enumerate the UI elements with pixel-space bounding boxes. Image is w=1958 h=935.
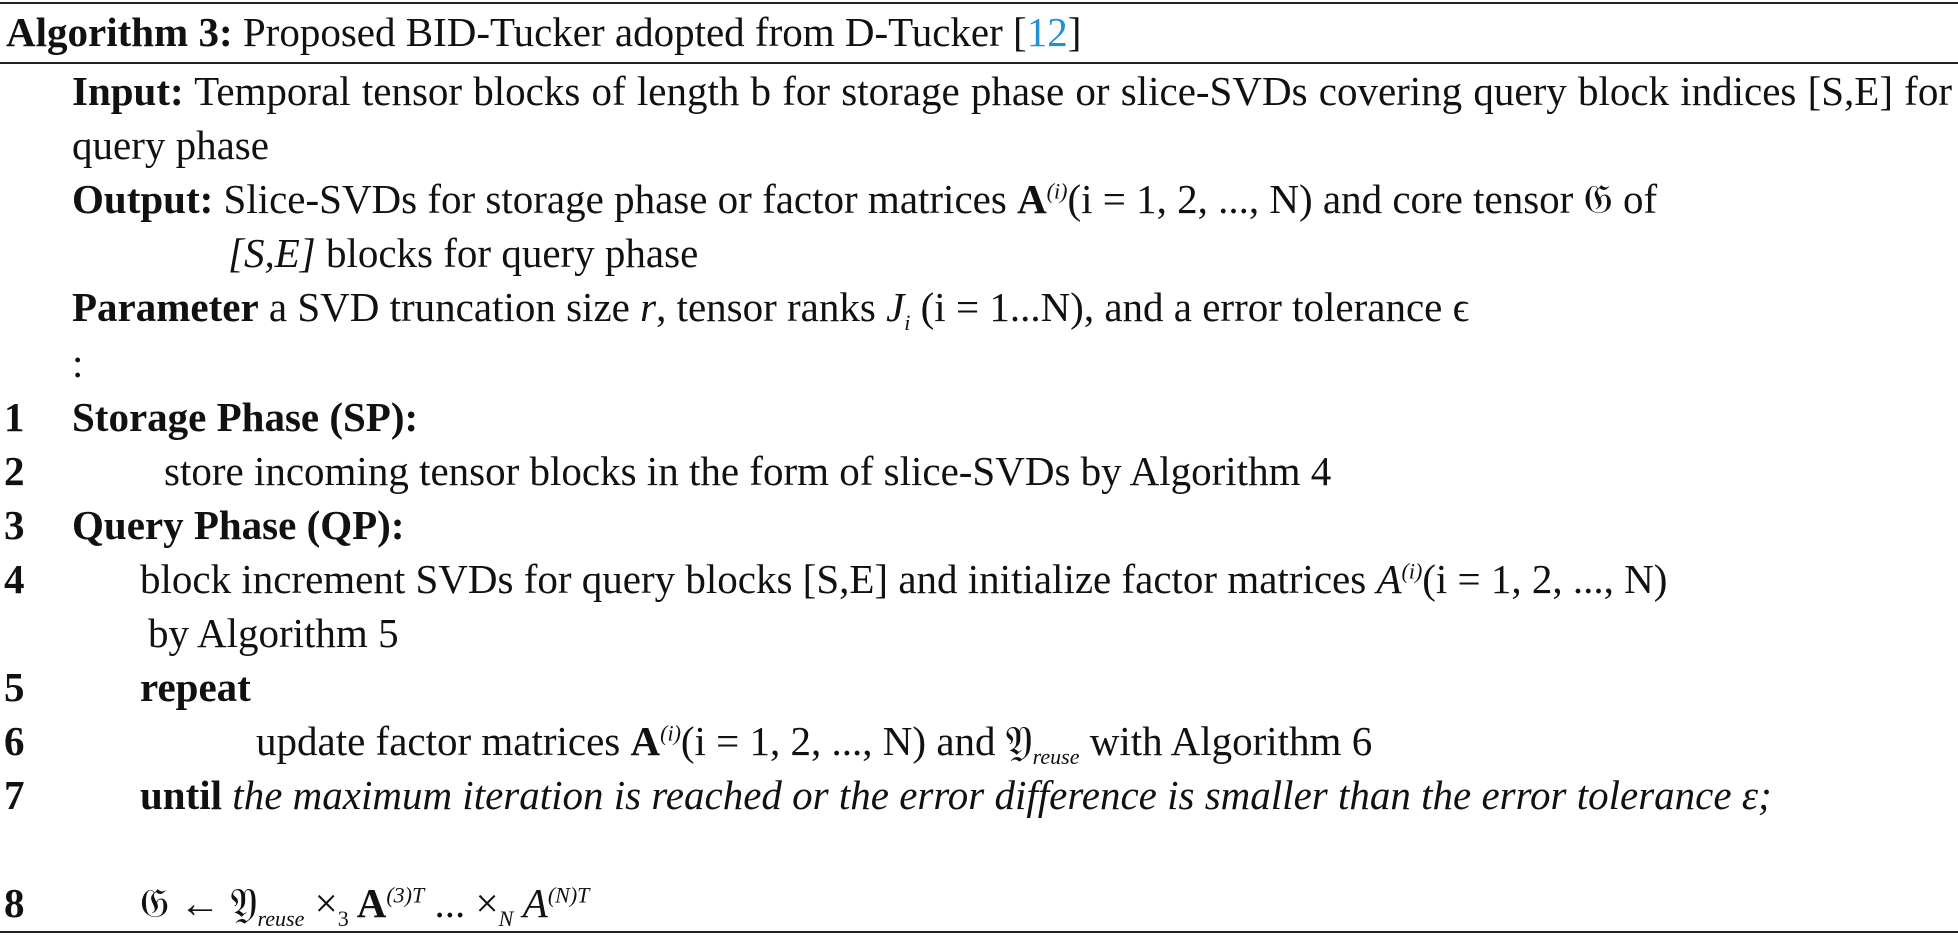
step-8-A3: A <box>348 880 387 926</box>
step-8-xNsub: N <box>498 906 514 932</box>
step-block-increment: block increment SVDs for query blocks [S… <box>140 554 1667 604</box>
input-label: Input: <box>72 68 184 114</box>
step-8-x3sub: 3 <box>337 906 349 932</box>
step-number: 8 <box>4 880 25 926</box>
step-8-Ysub: reuse <box>257 906 305 932</box>
step-8-A3sup: (3)T <box>386 882 425 908</box>
param-text-3: (i = 1...N), and a error tolerance <box>910 284 1453 330</box>
step-core-update: 𝔊 ← 𝔜reuse ×3 A(3)T ... ×N A(N)T <box>140 878 590 932</box>
algorithm-title-end: ] <box>1067 9 1082 55</box>
step-8-dots: ... × <box>424 880 499 926</box>
step-8-Y: 𝔜 <box>230 879 258 927</box>
step-6-Y: 𝔜 <box>1005 717 1033 765</box>
input-text: Temporal tensor blocks of length b for s… <box>72 68 1952 168</box>
output-continuation: [S,E] blocks for query phase <box>228 230 699 276</box>
step-6-Ysub: reuse <box>1032 744 1080 770</box>
step-repeat: repeat <box>140 664 251 710</box>
step-8-ANsup: (N)T <box>547 882 590 908</box>
param-J: J <box>886 284 905 330</box>
algorithm-caption: Algorithm 3: Proposed BID-Tucker adopted… <box>6 8 1081 56</box>
step-6-text-1: update factor matrices <box>256 718 631 764</box>
factor-matrix-symbol: A <box>1017 176 1047 222</box>
step-4-text-1: block increment SVDs for query blocks [S… <box>140 556 1377 602</box>
bottom-rule <box>0 931 1958 933</box>
input-block: Input: Temporal tensor blocks of length … <box>72 64 1952 172</box>
factor-matrix-superscript: (i) <box>1046 178 1068 204</box>
param-r: r <box>640 284 657 330</box>
citation-link[interactable]: 12 <box>1026 9 1068 55</box>
step-8-AN: A <box>513 880 548 926</box>
parameter-label: Parameter <box>72 284 259 330</box>
step-number: 6 <box>4 718 25 764</box>
output-label: Output: <box>72 176 214 222</box>
parameter-block: Parameter a SVD truncation size r, tenso… <box>72 282 1470 336</box>
step-number: 5 <box>4 664 25 710</box>
step-4-text-2a: (i = 1, 2, ..., N) <box>1422 556 1668 602</box>
algorithm-title: Proposed BID-Tucker adopted from D-Tucke… <box>242 9 1027 55</box>
step-8-G: 𝔊 <box>140 879 170 927</box>
step-number: 2 <box>4 448 25 494</box>
step-number: 7 <box>4 772 25 818</box>
param-eps: ϵ <box>1452 284 1470 330</box>
param-J-sub: i <box>904 310 911 336</box>
step-number: 1 <box>4 394 25 440</box>
step-number: 4 <box>4 556 25 602</box>
step-store-blocks: store incoming tensor blocks in the form… <box>164 448 1332 494</box>
step-until: until the maximum iteration is reached o… <box>140 768 1952 822</box>
step-storage-phase: Storage Phase (SP): <box>72 394 419 440</box>
step-8-arrow: ← <box>169 880 231 926</box>
param-text-1: a SVD truncation size <box>258 284 641 330</box>
parameter-colon: : <box>72 340 84 386</box>
output-block: Output: Slice-SVDs for storage phase or … <box>72 174 1657 224</box>
header-rule <box>0 62 1958 64</box>
until-keyword: until <box>140 772 223 818</box>
top-rule <box>0 2 1958 4</box>
output-text-1: Slice-SVDs for storage phase or factor m… <box>223 176 1018 222</box>
until-condition: the maximum iteration is reached or the … <box>222 772 1772 818</box>
step-4-continuation: by Algorithm 5 <box>148 610 399 656</box>
output-text-2: (i = 1, 2, ..., N) and core tensor <box>1067 176 1584 222</box>
step-update-factors: update factor matrices A(i)(i = 1, 2, ..… <box>256 716 1373 770</box>
step-query-phase: Query Phase (QP): <box>72 502 405 548</box>
step-number: 3 <box>4 502 25 548</box>
step-6-A: A <box>630 718 661 764</box>
step-4-A: A <box>1376 556 1402 602</box>
param-text-2: , tensor ranks <box>656 284 887 330</box>
algorithm-label: Algorithm 3: <box>6 9 233 55</box>
step-6-sup: (i) <box>660 720 681 746</box>
step-4-sup: (i) <box>1401 558 1423 584</box>
step-6-text-3: with Algorithm 6 <box>1079 718 1373 764</box>
output-text-3-a: of <box>1612 176 1658 222</box>
step-8-x3: × <box>304 880 338 926</box>
step-6-text-2: (i = 1, 2, ..., N) and <box>680 718 1006 764</box>
core-tensor-symbol: 𝔊 <box>1583 175 1613 223</box>
